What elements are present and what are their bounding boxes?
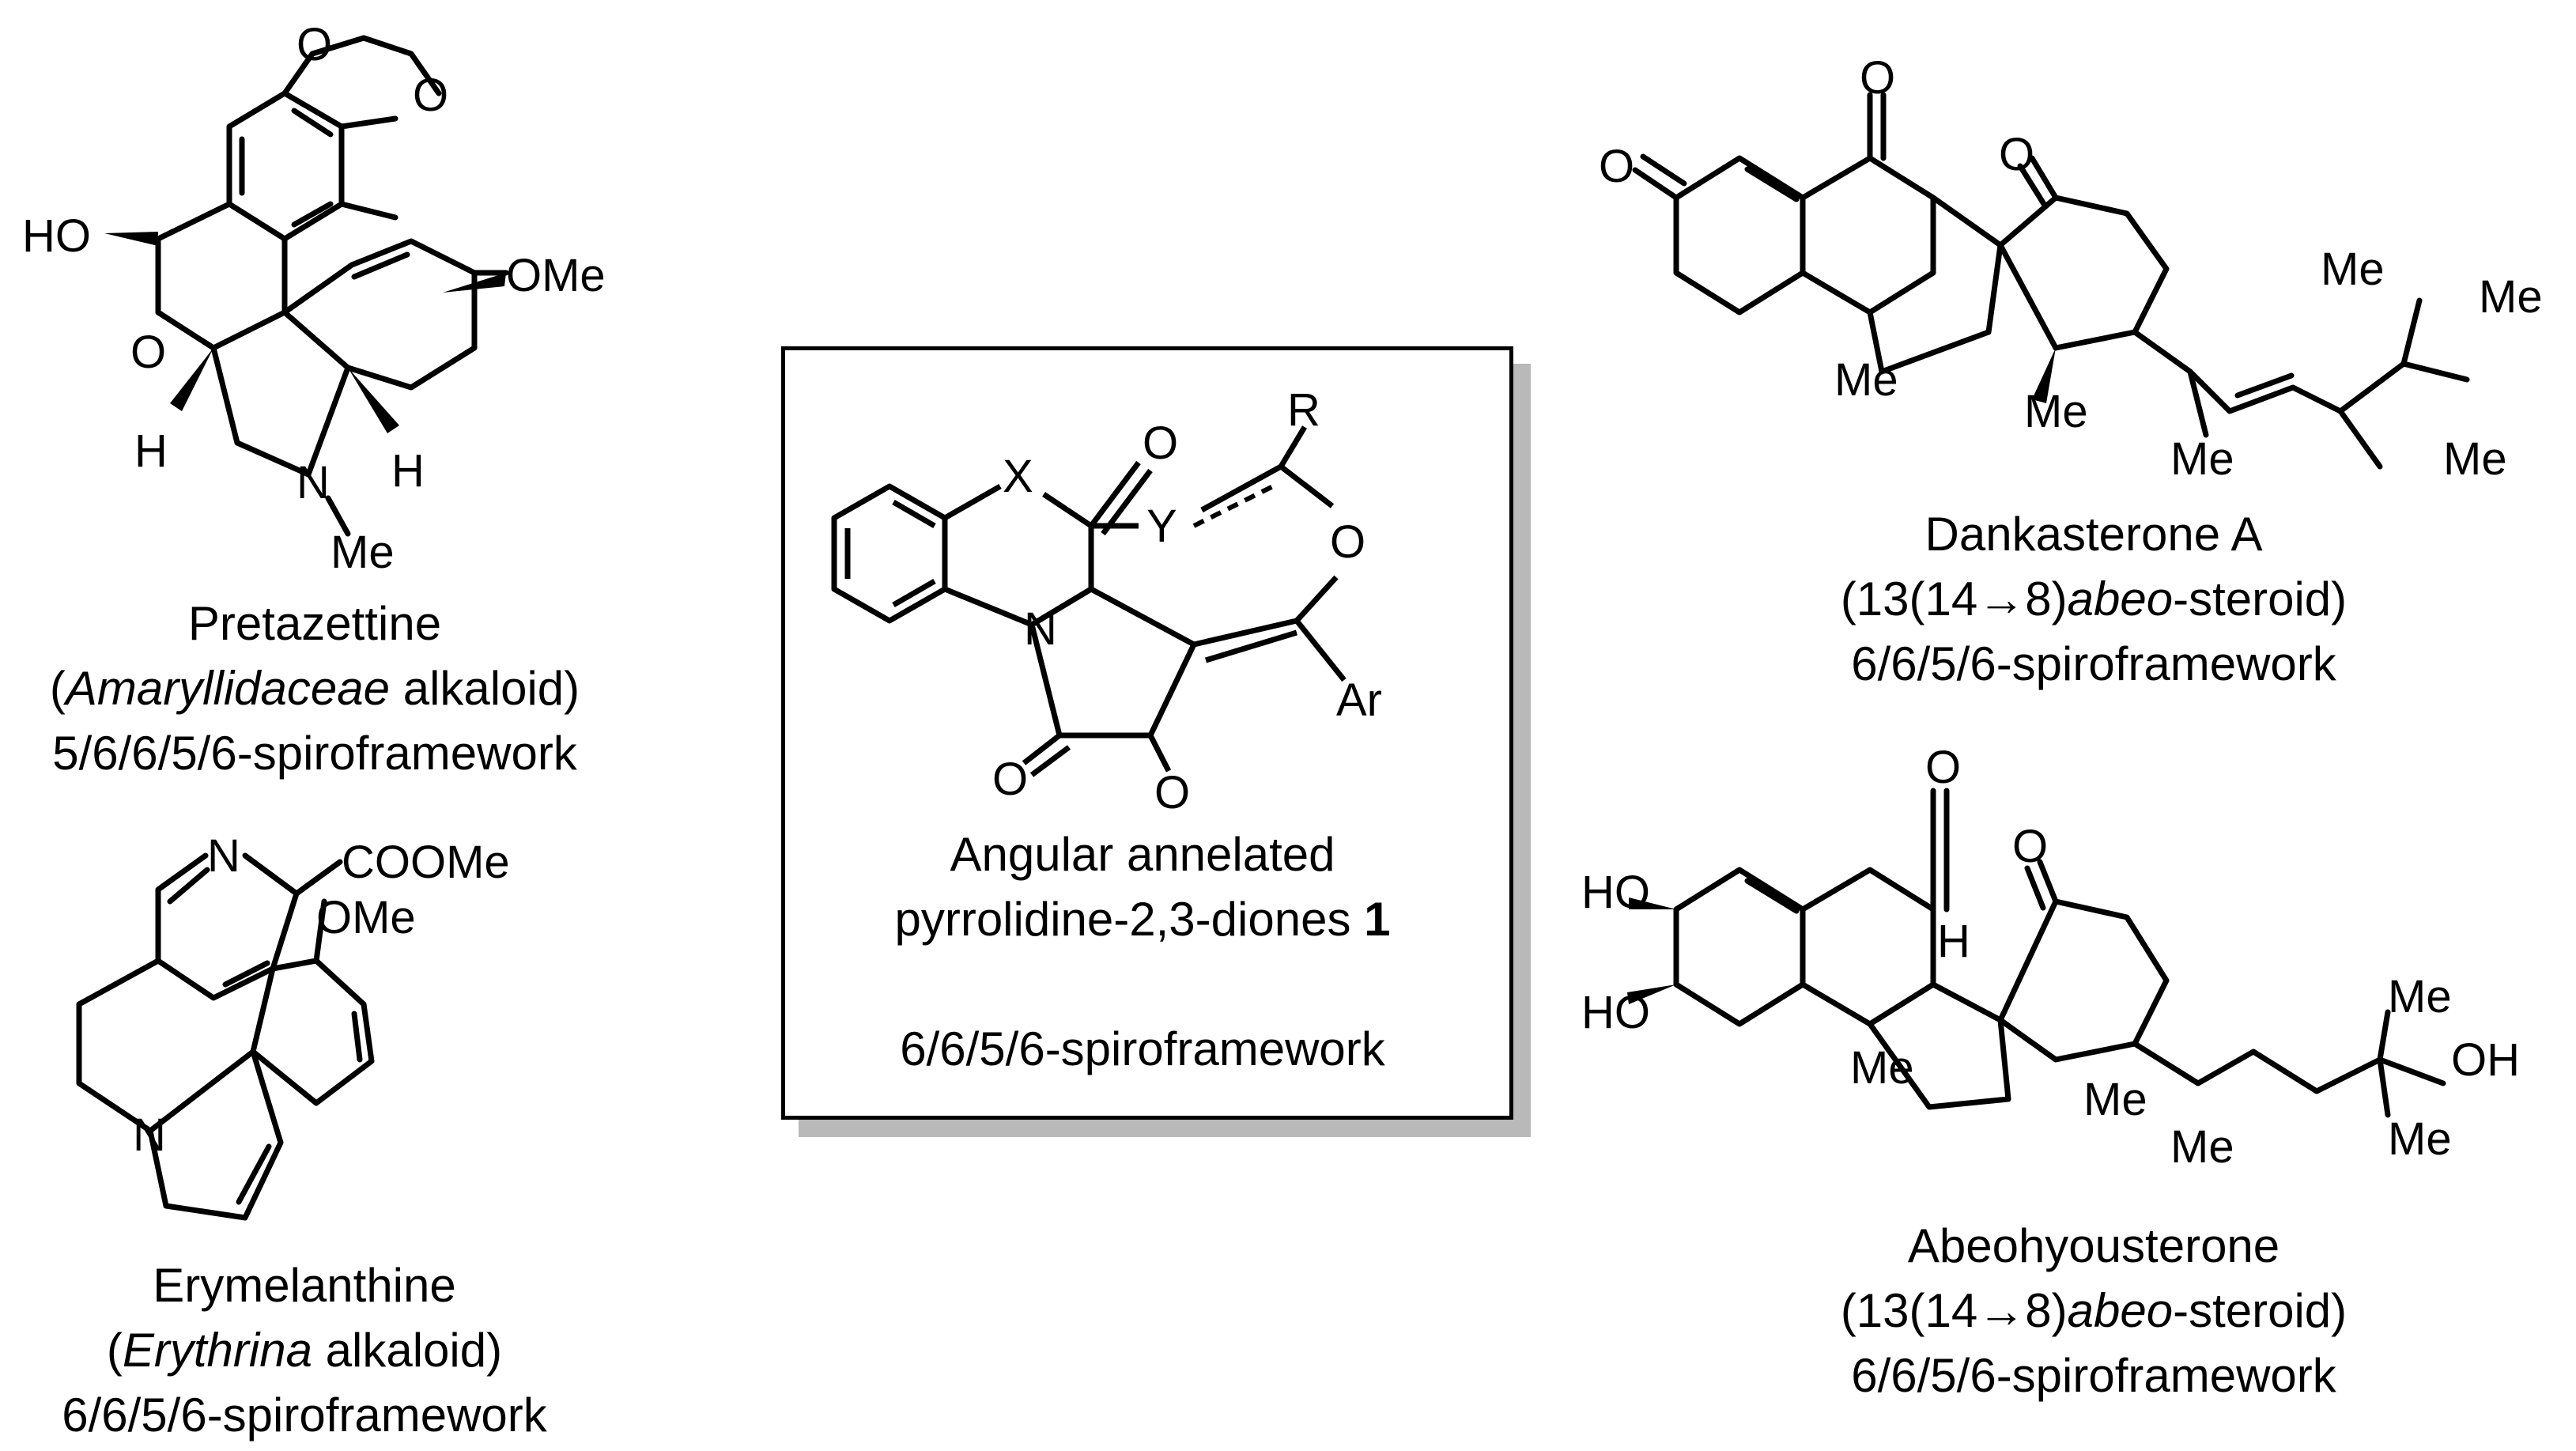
pretazettine-ome-wedge <box>443 273 506 293</box>
abeohyousterone-ho-1: HO <box>1581 867 1650 918</box>
abeohyousterone-name: Abeohyousterone <box>1907 1219 2280 1272</box>
abeohyousterone-framework: 6/6/5/6-spiroframework <box>1851 1349 2336 1402</box>
pretazettine-h2-label: H <box>391 445 425 497</box>
erymelanthine-structure: N COOMe OMe N <box>76 830 510 1221</box>
abeohyousterone-h-label: H <box>1937 916 1970 967</box>
abeohyousterone-class: (13(14→8)abeo-steroid) <box>1840 1284 2347 1337</box>
dankasterone-o-left: O <box>1599 141 1634 192</box>
abeohyousterone-oh-label: OH <box>2451 1034 2520 1086</box>
dankasterone-me-3: Me <box>2170 433 2234 485</box>
dankasterone-me-2: Me <box>2024 386 2088 437</box>
pretazettine-n-label: N <box>297 457 330 508</box>
erymelanthine-ome-label: OMe <box>316 892 416 943</box>
abeohyousterone-me-4: Me <box>2388 971 2452 1022</box>
pretazettine-ome-label: OMe <box>506 250 606 301</box>
pretazettine-structure: O O HO O H N Me H OMe <box>22 19 606 578</box>
abeohyousterone-ho-2: HO <box>1581 987 1650 1038</box>
pretazettine-caption: Pretazettine (Amaryllidaceae alkaloid) 5… <box>50 591 580 786</box>
pretazettine-h1-label: H <box>134 425 168 477</box>
target-name-line-1: Angular annelated <box>950 828 1335 881</box>
dankasterone-me-end: Me <box>2443 433 2507 485</box>
abeohyousterone-me-1: Me <box>1850 1042 1914 1094</box>
pretazettine-o-top-right: O <box>413 70 448 121</box>
erymelanthine-pyridine-n: N <box>207 830 240 882</box>
dankasterone-o-d-ring: O <box>1999 129 2034 180</box>
abeohyousterone-o-d-ring: O <box>2012 821 2048 872</box>
pretazettine-framework: 5/6/6/5/6-spiroframework <box>52 727 577 780</box>
dankasterone-name: Dankasterone A <box>1924 508 2263 561</box>
dankasterone-o-top: O <box>1860 52 1895 104</box>
abeohyousterone-wedge-ho2 <box>1627 984 1676 1004</box>
pretazettine-ring-o: O <box>130 327 166 378</box>
abeohyousterone-me-2: Me <box>2083 1074 2147 1125</box>
target-compound-number: 1 <box>1364 893 1391 946</box>
erymelanthine-name: Erymelanthine <box>153 1259 456 1312</box>
dankasterone-caption: Dankasterone A (13(14→8)abeo-steroid) 6/… <box>1841 502 2347 697</box>
erymelanthine-class: (Erythrina alkaloid) <box>106 1324 503 1377</box>
dankasterone-me-1: Me <box>1834 354 1898 406</box>
abeohyousterone-caption: Abeohyousterone (13(14→8)abeo-steroid) 6… <box>1841 1214 2347 1408</box>
pretazettine-name: Pretazettine <box>187 597 442 650</box>
abeohyousterone-o-top: O <box>1925 742 1961 793</box>
abeohyousterone-me-3: Me <box>2170 1121 2234 1173</box>
pretazettine-me-label: Me <box>330 527 395 578</box>
dankasterone-me-ipr-2: Me <box>2479 271 2543 323</box>
pretazettine-class: (Amaryllidaceae alkaloid) <box>49 662 580 715</box>
erymelanthine-coome-label: COOMe <box>342 837 510 888</box>
target-caption: Angular annelated pyrrolidine-2,3-diones… <box>894 822 1390 1082</box>
abeohyousterone-wedge-ho1 <box>1629 897 1676 909</box>
pretazettine-h1-wedge <box>170 348 213 411</box>
erymelanthine-framework: 6/6/5/6-spiroframework <box>62 1389 547 1442</box>
erymelanthine-n-label: N <box>133 1109 166 1161</box>
dankasterone-wedge-1 <box>2032 348 2056 403</box>
dankasterone-class: (13(14→8)abeo-steroid) <box>1840 572 2347 625</box>
target-framework: 6/6/5/6-spiroframework <box>900 1022 1385 1075</box>
dankasterone-me-ipr-1: Me <box>2321 244 2385 295</box>
pretazettine-ho-wedge <box>104 232 158 246</box>
target-name-line-2: pyrrolidine-2,3-diones 1 <box>894 893 1391 946</box>
abeohyousterone-structure: HO HO O O H Me Me Me Me OH Me <box>1581 742 2520 1173</box>
pretazettine-h2-wedge <box>348 368 399 433</box>
erymelanthine-caption: Erymelanthine (Erythrina alkaloid) 6/6/5… <box>62 1253 547 1448</box>
pretazettine-o-top-left: O <box>297 19 332 70</box>
dankasterone-structure: O O O Me Me Me Me Me Me <box>1599 52 2543 485</box>
pretazettine-ho-label: HO <box>22 210 91 262</box>
abeohyousterone-me-5: Me <box>2388 1113 2452 1165</box>
dankasterone-framework: 6/6/5/6-spiroframework <box>1851 637 2336 690</box>
